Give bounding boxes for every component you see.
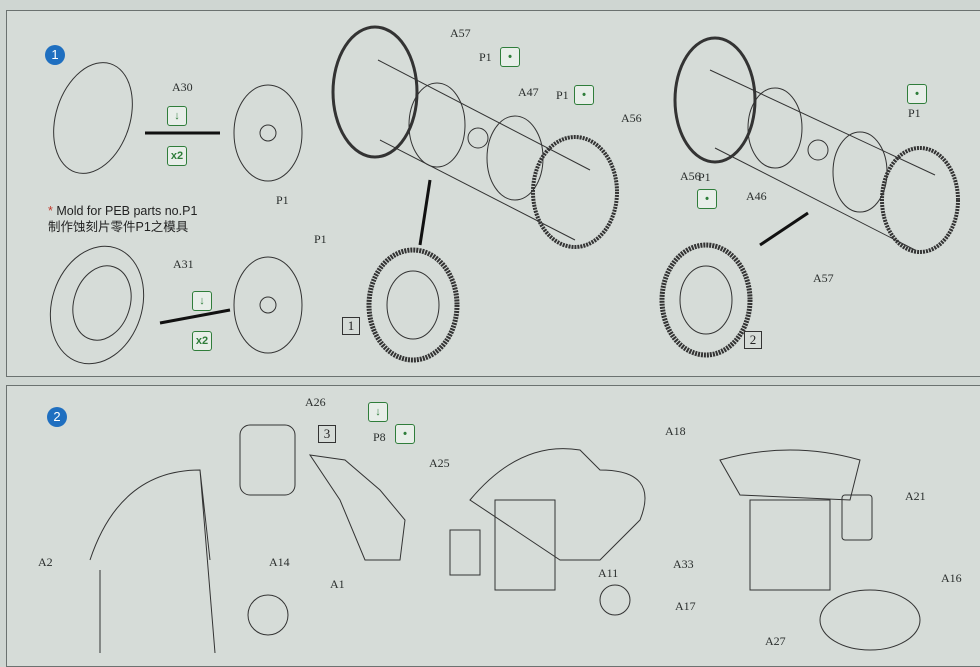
step-badge: 2 — [47, 407, 67, 427]
part-label: A31 — [173, 257, 194, 271]
part-label: A33 — [673, 557, 694, 571]
part-label: A11 — [598, 566, 619, 580]
part-label: A17 — [675, 599, 696, 613]
part-label: P1 — [314, 232, 327, 246]
part-label: P8 — [373, 430, 386, 444]
spoke-wheel-p1 — [233, 84, 303, 354]
wheel-2-exploded — [659, 36, 960, 358]
press-icon: ↓ — [192, 291, 212, 311]
glue-icon: • — [907, 84, 927, 104]
part-label: P1 — [556, 88, 569, 102]
note-line-1: Mold for PEB parts no.P1 — [56, 204, 198, 218]
part-label: A46 — [746, 189, 767, 203]
part-label: A16 — [941, 571, 962, 585]
part-label: P1 — [479, 50, 492, 64]
mold-a31 — [49, 245, 145, 365]
wheel-1-exploded — [331, 25, 619, 363]
mold-note: * Mold for PEB parts no.P1 制作蚀刻片零件P1之模具 — [48, 203, 197, 235]
part-label: A25 — [429, 456, 450, 470]
step-1-panel — [6, 10, 980, 377]
x2-badge: x2 — [192, 331, 212, 351]
glue-icon: • — [395, 424, 415, 444]
frame-parts — [89, 424, 921, 653]
glue-icon: • — [697, 189, 717, 209]
sub-step-box: 3 — [318, 425, 336, 443]
part-label: A47 — [518, 85, 539, 99]
assembly-drawing — [49, 25, 960, 653]
part-label: A2 — [38, 555, 53, 569]
sub-step-box: 2 — [744, 331, 762, 349]
glue-icon: • — [574, 85, 594, 105]
press-icon: ↓ — [167, 106, 187, 126]
part-label: P1 — [698, 170, 711, 184]
part-label: A57 — [450, 26, 471, 40]
note-line-2: 制作蚀刻片零件P1之模具 — [48, 220, 189, 234]
part-label: A21 — [905, 489, 926, 503]
part-label: A27 — [765, 634, 786, 648]
part-label: A57 — [813, 271, 834, 285]
sub-step-box: 1 — [342, 317, 360, 335]
part-label: P1 — [908, 106, 921, 120]
mold-a30 — [53, 62, 133, 174]
part-label: A56 — [621, 111, 642, 125]
step-2-panel — [6, 385, 980, 667]
arrow — [159, 308, 231, 325]
part-label: A1 — [330, 577, 345, 591]
note-marker: * — [48, 204, 53, 218]
press-icon: ↓ — [368, 402, 388, 422]
part-label: A14 — [269, 555, 290, 569]
glue-icon: • — [500, 47, 520, 67]
part-label: A26 — [305, 395, 326, 409]
step-badge: 1 — [45, 45, 65, 65]
part-label: A30 — [172, 80, 193, 94]
part-label: A18 — [665, 424, 686, 438]
x2-badge: x2 — [167, 146, 187, 166]
part-label: A56 — [680, 169, 701, 183]
part-label: P1 — [276, 193, 289, 207]
